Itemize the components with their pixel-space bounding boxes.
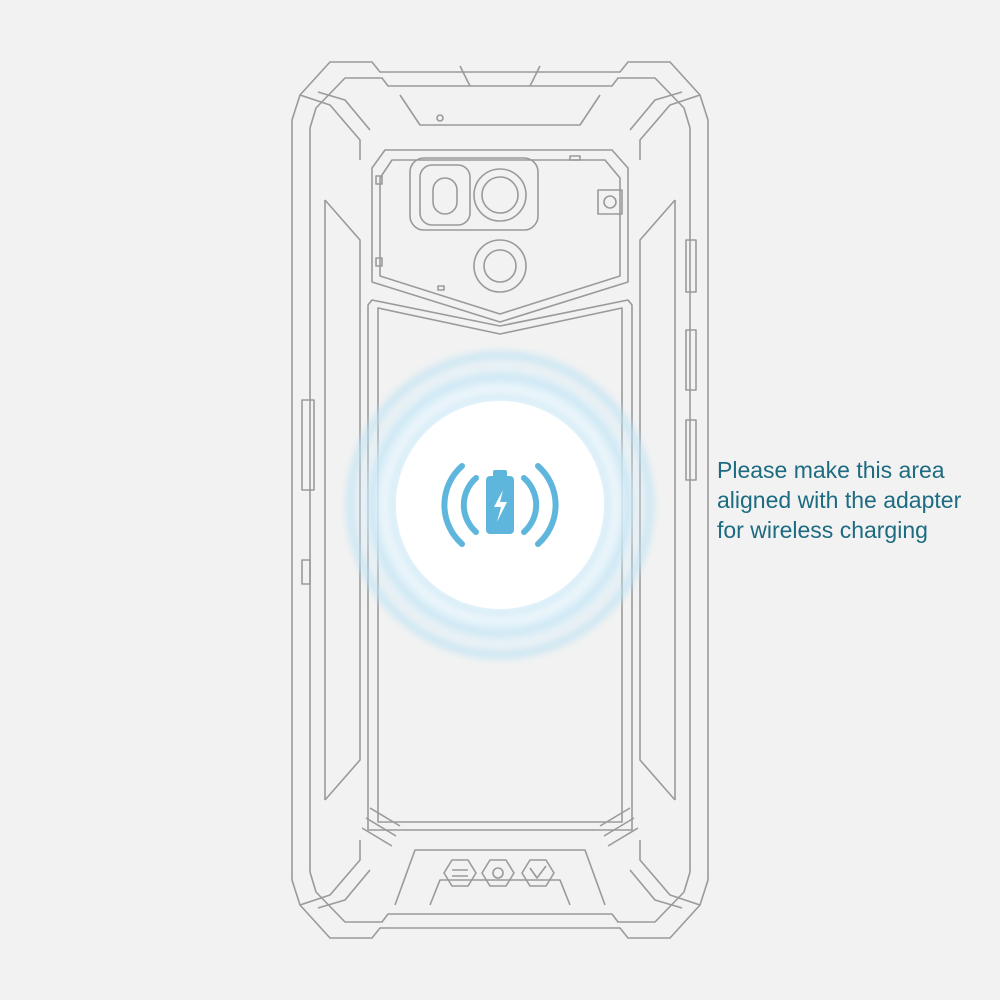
wireless-charging-icon: [441, 463, 559, 547]
wireless-charging-caption: Please make this area aligned with the a…: [717, 455, 997, 545]
gear-icon: [481, 859, 515, 887]
caption-line-3: for wireless charging: [717, 517, 928, 543]
caption-line-2: aligned with the adapter: [717, 487, 962, 513]
caption-line-1: Please make this area: [717, 457, 945, 483]
honeycomb-icon: [443, 859, 477, 887]
check-icon: [521, 859, 555, 887]
